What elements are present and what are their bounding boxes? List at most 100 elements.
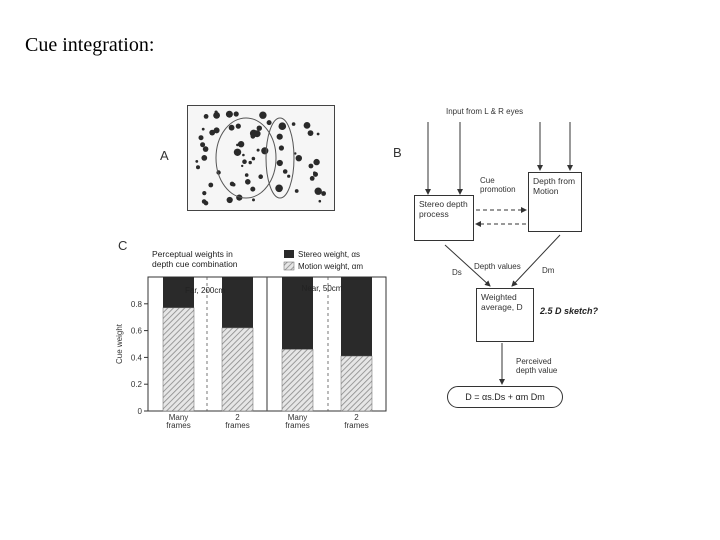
- random-dot: [250, 133, 256, 139]
- random-dot: [198, 135, 204, 141]
- random-dot: [313, 158, 320, 166]
- random-dot: [228, 124, 235, 131]
- random-dot: [316, 132, 320, 136]
- random-dot: [294, 189, 299, 193]
- sketch-label: 2.5 D sketch?: [540, 306, 599, 316]
- input-label: Input from L & R eyes: [446, 107, 524, 116]
- random-dot: [195, 160, 199, 163]
- depth-from-motion-box: Depth from Motion: [528, 172, 582, 232]
- stereo-depth-box: Stereo depth process: [414, 195, 474, 241]
- random-dot: [309, 176, 315, 181]
- random-dot: [213, 112, 220, 119]
- random-dot: [233, 148, 242, 156]
- random-dot: [235, 123, 241, 129]
- random-dot: [237, 141, 245, 148]
- bar-stereo: [163, 277, 194, 308]
- random-dot: [231, 182, 236, 187]
- random-dot: [313, 171, 318, 177]
- random-dot: [241, 164, 244, 168]
- cylinder-front-outline: [215, 117, 277, 199]
- bar-motion: [281, 349, 314, 412]
- random-dot: [201, 155, 208, 161]
- x-tick-label: 2: [354, 413, 359, 422]
- group-label-far: Far, 200cm: [185, 286, 225, 295]
- x-tick-label: frames: [344, 421, 368, 430]
- legend-swatch-stereo: [284, 250, 294, 258]
- cylinder-back-outline: [265, 117, 295, 199]
- x-tick-label: frames: [225, 421, 249, 430]
- x-tick-label: Many: [288, 413, 308, 422]
- bar-stereo: [222, 277, 253, 328]
- dot-field: [195, 110, 326, 206]
- random-dot: [245, 179, 251, 185]
- random-dot: [225, 110, 233, 118]
- random-dot: [258, 174, 263, 179]
- random-dot: [200, 142, 206, 148]
- random-dot: [282, 169, 288, 174]
- random-dot: [214, 110, 218, 114]
- random-dot: [196, 165, 200, 170]
- random-dot: [259, 111, 267, 119]
- random-dot: [252, 198, 255, 202]
- random-dot: [213, 127, 220, 134]
- group-label-near: Near, 50cm: [302, 284, 343, 293]
- bar-motion: [162, 307, 195, 412]
- random-dot: [208, 182, 214, 188]
- dm-label: Dm: [542, 266, 555, 275]
- y-tick-label: 0.2: [131, 380, 143, 389]
- panel-b-label: B: [393, 145, 402, 160]
- random-dot: [202, 146, 209, 152]
- random-dot: [201, 127, 205, 131]
- random-dot-cylinder-figure: [187, 105, 335, 211]
- random-dot: [308, 163, 314, 169]
- random-dot: [294, 152, 297, 155]
- random-dot: [314, 187, 322, 195]
- random-dot: [278, 145, 284, 151]
- random-dot: [295, 155, 302, 162]
- random-dot: [250, 186, 256, 192]
- random-dot: [256, 148, 260, 152]
- x-tick-label: frames: [285, 421, 309, 430]
- panel-c-label: C: [118, 238, 128, 253]
- legend-label-motion: Motion weight, αm: [298, 262, 363, 271]
- y-tick-label: 0.4: [131, 353, 143, 362]
- random-dot: [253, 130, 261, 138]
- x-tick-label: frames: [166, 421, 190, 430]
- random-dot: [276, 159, 283, 167]
- random-dot: [318, 199, 322, 203]
- ds-label: Ds: [452, 268, 462, 277]
- random-dot: [202, 191, 207, 196]
- random-dot: [307, 130, 314, 136]
- y-axis-label: Cue weight: [115, 323, 124, 364]
- random-dot: [278, 122, 287, 130]
- random-dot: [201, 199, 207, 204]
- random-dot: [275, 184, 283, 193]
- bar-stereo: [341, 277, 372, 357]
- random-dot: [233, 111, 239, 117]
- random-dot: [226, 196, 233, 204]
- depth-values-label: Depth values: [474, 262, 521, 271]
- y-tick-label: 0: [138, 407, 143, 416]
- random-dot: [287, 174, 291, 178]
- bar-stereo: [282, 277, 313, 350]
- panel-a-label: A: [160, 148, 169, 163]
- random-dot: [291, 122, 296, 126]
- random-dot: [236, 143, 239, 147]
- perceived-depth-label: Perceived depth value: [516, 357, 558, 375]
- random-dot: [276, 133, 283, 140]
- random-dot: [266, 120, 272, 126]
- random-dot: [321, 191, 326, 196]
- random-dot: [242, 153, 245, 157]
- random-dot: [244, 173, 249, 177]
- random-dot: [256, 125, 262, 131]
- chart-title-line1: Perceptual weights in: [152, 249, 233, 259]
- random-dot: [303, 122, 311, 129]
- y-tick-label: 0.8: [131, 300, 143, 309]
- chart-title-line2: depth cue combination: [152, 259, 238, 269]
- random-dot: [251, 156, 256, 161]
- bar-motion: [221, 327, 254, 412]
- random-dot: [209, 129, 216, 136]
- x-tick-label: Many: [169, 413, 189, 422]
